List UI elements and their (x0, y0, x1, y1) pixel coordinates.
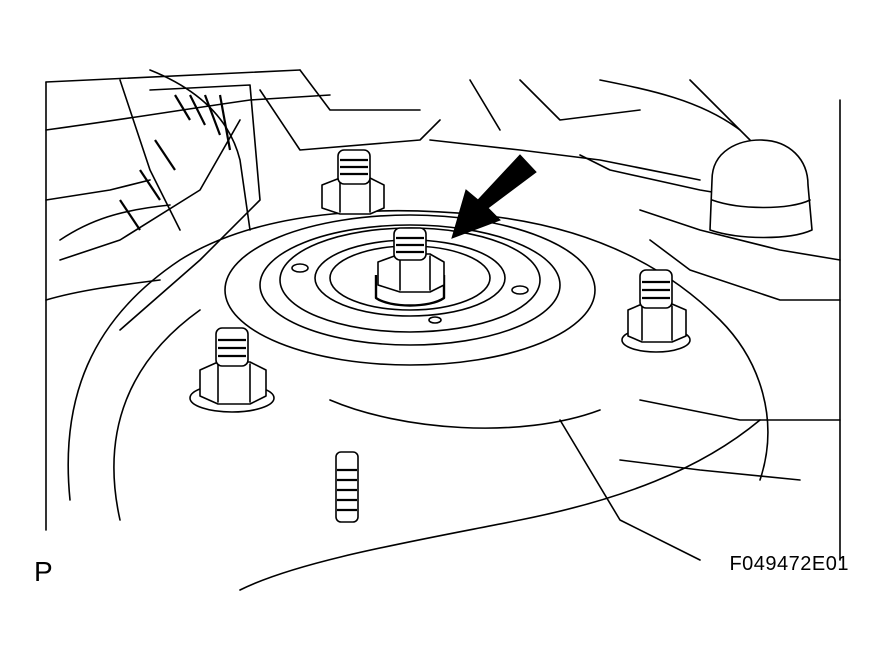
body-panel-lines (45, 69, 841, 301)
corner-label: P (34, 556, 53, 587)
stud-nut-right (621, 269, 691, 353)
figure-code: F049472E01 (729, 553, 849, 575)
pointer-arrow (451, 154, 537, 239)
center-lock-nut (374, 227, 446, 307)
left-strut-bracket (59, 84, 261, 331)
frame-lines (45, 69, 841, 561)
reservoir-cap (709, 139, 813, 239)
bare-stud-lower (335, 451, 359, 523)
stud-nut-upper-left (321, 149, 385, 215)
shock-tower (67, 209, 841, 591)
stud-nut-left (189, 327, 275, 413)
